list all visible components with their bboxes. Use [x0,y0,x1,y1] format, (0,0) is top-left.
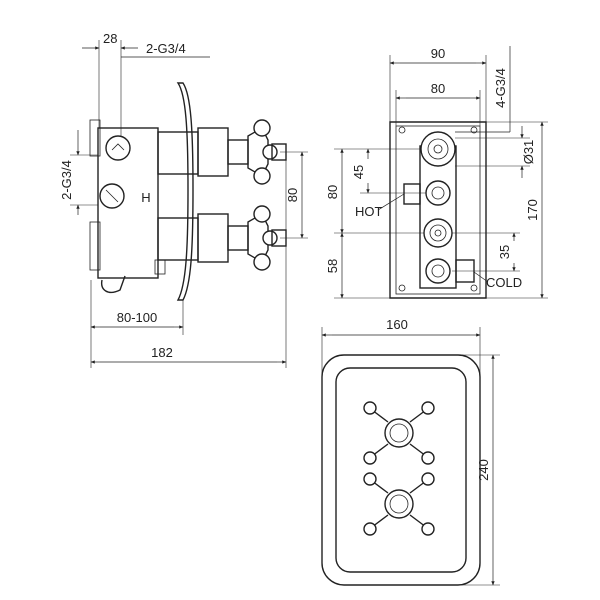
side-dim-2g34-top: 2-G3/4 [146,41,186,56]
front-lower-handle [363,472,435,536]
front-dim-240: 240 [476,459,491,481]
side-dim-80: 80 [285,188,300,202]
side-bottom-bend [101,275,126,294]
side-upper-handle-knob-bottom [253,167,271,185]
rear-view: 90 80 4-G3/4 Ø31 170 35 [325,46,548,299]
front-plate-inner [335,367,467,573]
front-dim-160: 160 [386,317,408,332]
side-dim-28: 28 [103,31,117,46]
rear-inlet-hot [425,180,451,206]
rear-dim-80-left: 80 [325,185,340,199]
side-lower-bonnet [197,213,229,263]
rear-frame-inner [395,125,481,295]
side-port-top [105,135,131,161]
side-upper-bonnet [197,127,229,177]
side-valve-body [97,127,159,279]
side-dim-182: 182 [151,345,173,360]
rear-dim-170: 170 [525,199,540,221]
side-outlet-bottom [89,221,101,271]
rear-dim-35: 35 [497,245,512,259]
side-lower-handle-knob-top [253,205,271,223]
side-hot-mark: H [141,190,150,205]
front-plate-outer [321,354,481,586]
rear-label-hot: HOT [355,204,383,219]
rear-dim-4g34: 4-G3/4 [493,68,508,108]
rear-dim-80-top: 80 [431,81,445,96]
side-dim-80-100: 80-100 [117,310,157,325]
side-dim-2g34-left: 2-G3/4 [59,160,74,200]
rear-dim-45: 45 [351,165,366,179]
side-port-top-mark [111,143,125,151]
side-outlet-top [89,119,101,157]
side-lower-stem [227,225,249,251]
rear-dim-dia31: Ø31 [521,140,536,165]
rear-dim-90: 90 [431,46,445,61]
front-plate-view: 160 240 [321,317,500,586]
side-upper-stem [227,139,249,165]
rear-inlet-cold [425,258,451,284]
side-lower-handle-knob-mid [262,230,278,246]
side-lower-handle-knob-bottom [253,253,271,271]
rear-hot-connector [403,183,421,205]
side-view: H 28 2-G3/4 2-G3/4 [59,31,308,368]
rear-outlet-mid [423,218,453,248]
side-port-hot-mark [105,189,119,203]
side-upper-handle-knob-mid [262,144,278,160]
side-upper-handle-knob-top [253,119,271,137]
rear-dim-58: 58 [325,259,340,273]
side-wall-plate [176,82,194,301]
rear-outlet-top [420,131,456,167]
front-upper-handle [363,401,435,465]
rear-label-cold: COLD [486,275,522,290]
side-small-nut [154,259,166,275]
